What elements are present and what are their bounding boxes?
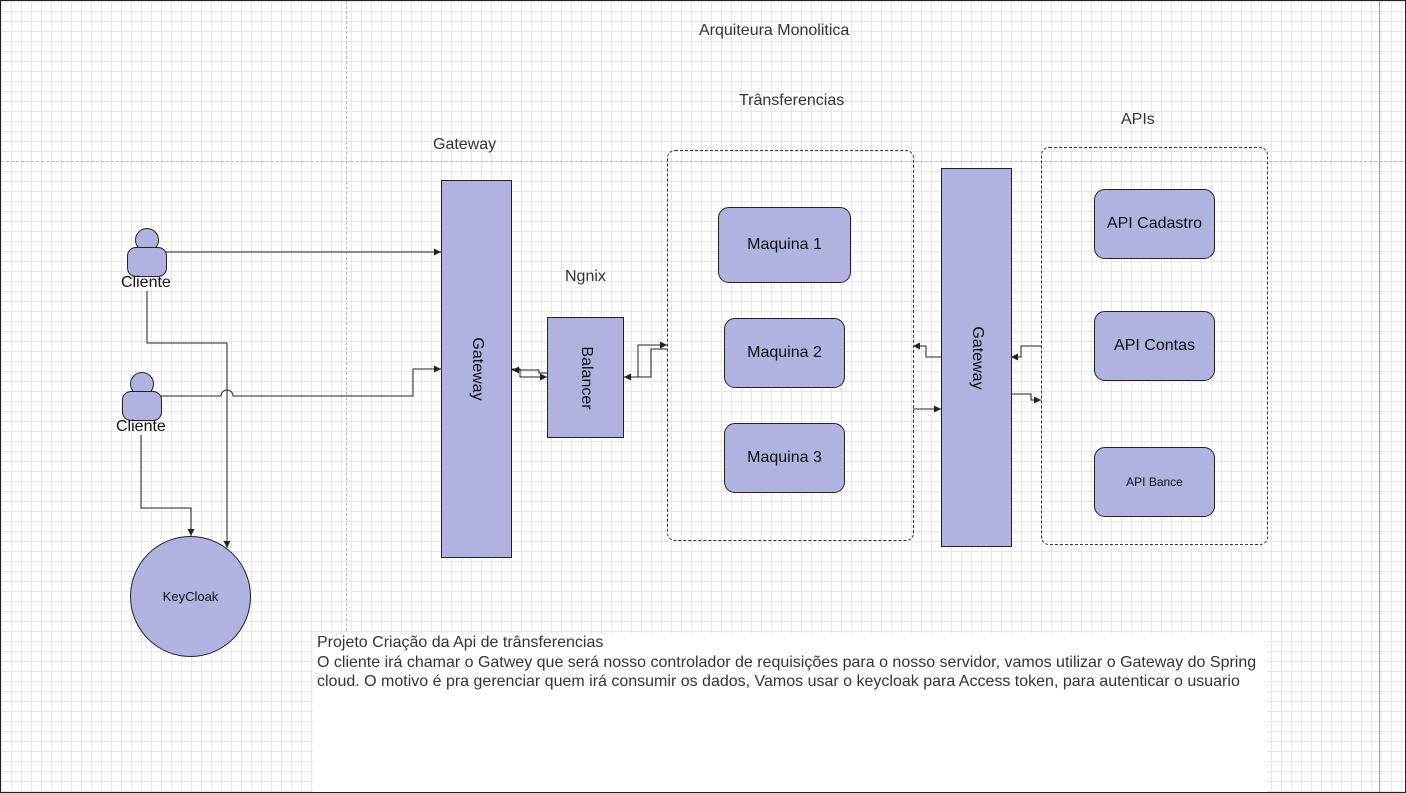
connector-balancer-gateway [512,366,547,374]
right-page-boundary [1379,1,1380,792]
vertical-guide-line [346,1,347,631]
actor-body-icon [127,247,167,277]
gateway-main-node[interactable]: Gateway [441,180,512,558]
connector-machines-balancer [624,348,667,381]
note-title: Projeto Criação da Api de trânsferencias [317,634,604,651]
transfer-heading: Trânsferencias [739,92,845,109]
note-body: O cliente irá chamar o Gatwey que será n… [317,653,1257,691]
machine-1-node[interactable]: Maquina 1 [718,207,851,283]
machine-3-node[interactable]: Maquina 3 [724,423,845,493]
actor-body-icon [122,391,162,421]
gateway-heading: Gateway [433,136,497,153]
machine-2-node[interactable]: Maquina 2 [724,318,845,388]
transfer-group [667,150,914,541]
cliente-2-label: Cliente [116,418,166,435]
balancer-node[interactable]: Balancer [547,317,624,438]
api-bance-node[interactable]: API Bance [1094,447,1215,517]
api-contas-node[interactable]: API Contas [1094,311,1215,381]
apis-group [1041,147,1268,545]
gateway-main-label: Gateway [468,337,486,401]
keycloak-node[interactable]: KeyCloak [130,536,251,657]
connector-gateway2-machines [913,342,941,358]
connector-balancer-machines [624,341,667,378]
connector-apis-gateway2 [1011,345,1041,361]
gateway-secondary-node[interactable]: Gateway [941,168,1012,547]
connector-gateway2-apis [1011,393,1041,404]
cliente-1-label: Cliente [121,274,171,291]
connector-cliente2-gateway [161,365,441,397]
balancer-label: Balancer [577,345,595,410]
apis-heading: APIs [1121,111,1155,128]
connector-cliente1-keycloak [146,291,231,548]
gateway-secondary-label: Gateway [968,325,986,390]
horizontal-guide-line [1,161,1405,162]
api-cadastro-node[interactable]: API Cadastro [1094,189,1215,259]
ngnix-heading: Ngnix [565,268,606,285]
project-note: Projeto Criação da Api de trânsferencias… [313,633,1267,792]
connector-cliente2-keycloak [140,435,195,536]
diagram-title: Arquiteura Monolitica [699,22,850,39]
